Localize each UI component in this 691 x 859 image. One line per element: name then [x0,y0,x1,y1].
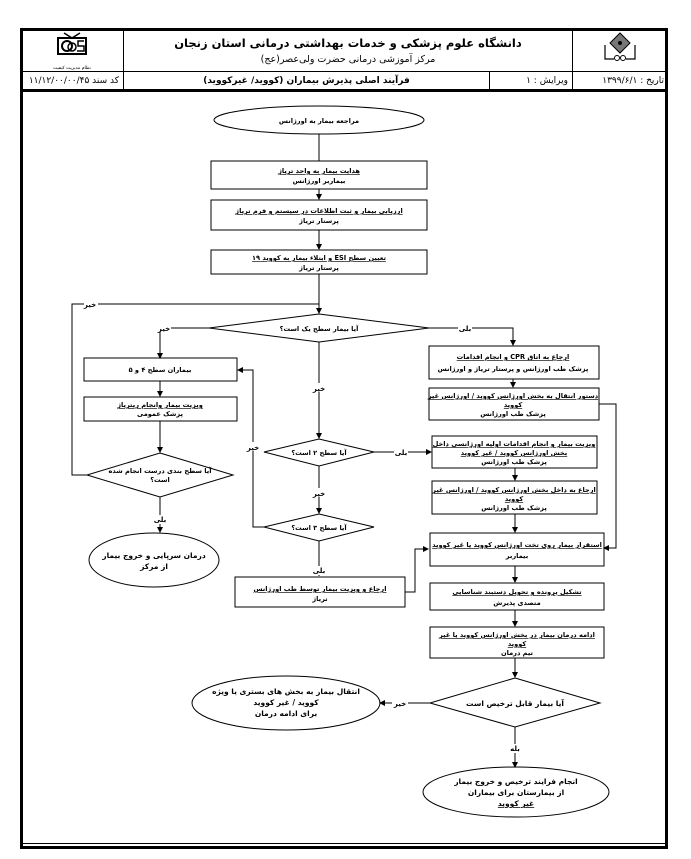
discharge-end-line3: غیر کووید [498,799,534,808]
edge-label-yes: بلی [313,567,326,575]
doc-code: کد سند ۱۱/۱۲/۰۰/۰۰/۴۵ [20,71,124,92]
university-name: دانشگاه علوم پزشکی و خدمات بهداشتی درمان… [174,35,522,50]
transfer-order-title1: دستور انتقال به بخش اورژانس کووید / اورژ… [427,392,599,400]
step-bed-placement [429,532,605,567]
treatment-title1: ادامه درمان بیمار در بخش اورژانس کووید ی… [438,631,595,639]
discharge-end-line2: از بیمارستان برای بیماران [468,788,564,797]
outpatient-end-line2: از مرکز [139,562,168,571]
connector-no-loop [71,303,319,476]
step-continue-treatment [429,626,605,659]
university-emblem-icon [604,32,636,61]
connector [405,546,429,593]
bed-actor: بیماربر [505,552,528,560]
transfer-order-actor: پزشک طب اورژانس [480,410,546,418]
refer-inside-title1: ارجاع به داخل بخش اورژانس کووید / اورژان… [431,486,596,494]
step3-title: تعیین سطح ESI و ابتلاء بیمار به کووید ۱۹ [252,254,386,262]
quality-management-logo-icon [57,32,87,55]
gp-visit-title: ویزیت بیمار وانجام ریتریاژ [116,401,203,409]
edge-label-no: خیر [312,385,325,393]
initial-care-title1: ویزیت بیمار و انجام اقدامات اولیه اورژان… [433,440,596,448]
frame-bottom [20,846,668,849]
decision-correct-line1: آیا سطح بندی درست انجام شده [109,466,213,475]
step3-actor: پرستار تریاژ [298,264,339,272]
transfer-order-title2: کووید [504,401,523,409]
initial-care-actor: پزشک طب اورژانس [481,458,547,466]
cpr-actor: پزشک طب اورژانس و پرستار تریاژ و اورژانس [438,365,589,373]
step-cpr [428,345,600,380]
admit-end-line1: انتقال بیمار به بخش های بستری یا ویژه [212,687,360,696]
document-header: نظام مدیریت کیفیت دانشگاه علوم پزشکی و خ… [20,28,668,92]
frame-left [20,28,23,848]
start-label: مراجعه بیمار به اورژانس [279,117,359,125]
outpatient-end-line1: درمان سرپایی و خروج بیمار [101,551,206,560]
refer-visit-actor: تریاژ [311,595,327,603]
end-discharge [422,766,610,818]
decision-level1-label: آیا بیمار سطح یک است؟ [280,324,359,333]
connector-yes [429,327,516,346]
decision-level2-label: آیا سطح ۲ است؟ [291,448,347,457]
edge-label-no: خیر [393,700,406,708]
gp-visit-actor: پزشک عمومی [137,410,183,418]
refer-visit-title: ارجاع و ویزیت بیمار توسط طب اورژانس [253,585,386,593]
step2-title: ارزیابی بیمار و ثبت اطلاعات در سیستم و ف… [234,207,402,215]
refer-inside-title2: کووید [505,495,524,503]
edge-label-no: خیر [157,325,170,333]
frame-bottom-inner [20,843,668,844]
frame-right [665,28,668,848]
level45-label: بیماران سطح ۴ و ۵ [129,366,192,374]
edge-label-yes-alt: بله [510,745,520,753]
step1-title: هدایت بیمار به واحد تریاژ [277,167,360,175]
center-name: مرکز آموزشی درمانی حضرت ولی‌عصر(عج) [260,53,436,65]
decision-level3-label: آیا سطح ۳ است؟ [291,523,347,532]
file-title: تشکیل پرونده و تحویل دستبند شناسایی [452,588,581,596]
decision-correct-level [85,452,235,498]
edge-label-no: خیر [83,301,96,309]
step1-actor: بیماربر اورژانس [293,177,346,185]
initial-care-title2: بخش اورژانس کووید / غیر کووید [461,449,567,457]
treatment-actor: تیم درمان [501,649,533,657]
edge-label-yes: بلی [395,449,408,457]
decision-discharge-label: آیا بیمار قابل ترخیص است [466,698,564,708]
step-triage-assessment [210,199,428,231]
cpr-title: ارجاع به اتاق CPR و انجام اقدامات [457,353,570,361]
treatment-title2: کووید [508,640,527,648]
frame-top [20,28,668,31]
file-actor: متصدی پذیرش [493,599,540,607]
left-logo-caption: نظام مدیریت کیفیت [53,66,91,71]
edge-label-no: خیر [246,444,259,452]
admit-end-line2: کووید / غیر کووید [253,698,319,707]
admit-end-line3: برای ادامه درمان [255,709,318,718]
left-logo-cell: نظام مدیریت کیفیت [20,28,124,72]
bed-title: استقرار بیمار روی تخت اورژانس کووید یا غ… [432,541,602,549]
date: تاریخ : ۱۳۹۹/۶/۱ [572,71,668,92]
refer-inside-actor: پزشک طب اورژانس [481,504,547,512]
decision-correct-line2: است؟ [150,476,170,484]
edge-label-no: خیر [312,490,325,498]
end-outpatient [88,532,220,588]
step-file-creation [429,582,605,611]
end-admit [191,675,381,731]
connector [599,403,617,551]
edge-label-yes: بلی [154,516,167,524]
step2-actor: پرستار تریاژ [298,217,339,225]
edge-label-yes: بلی [459,325,472,333]
discharge-end-line1: انجام فرایند ترخیص و خروج بیمار [453,777,578,786]
